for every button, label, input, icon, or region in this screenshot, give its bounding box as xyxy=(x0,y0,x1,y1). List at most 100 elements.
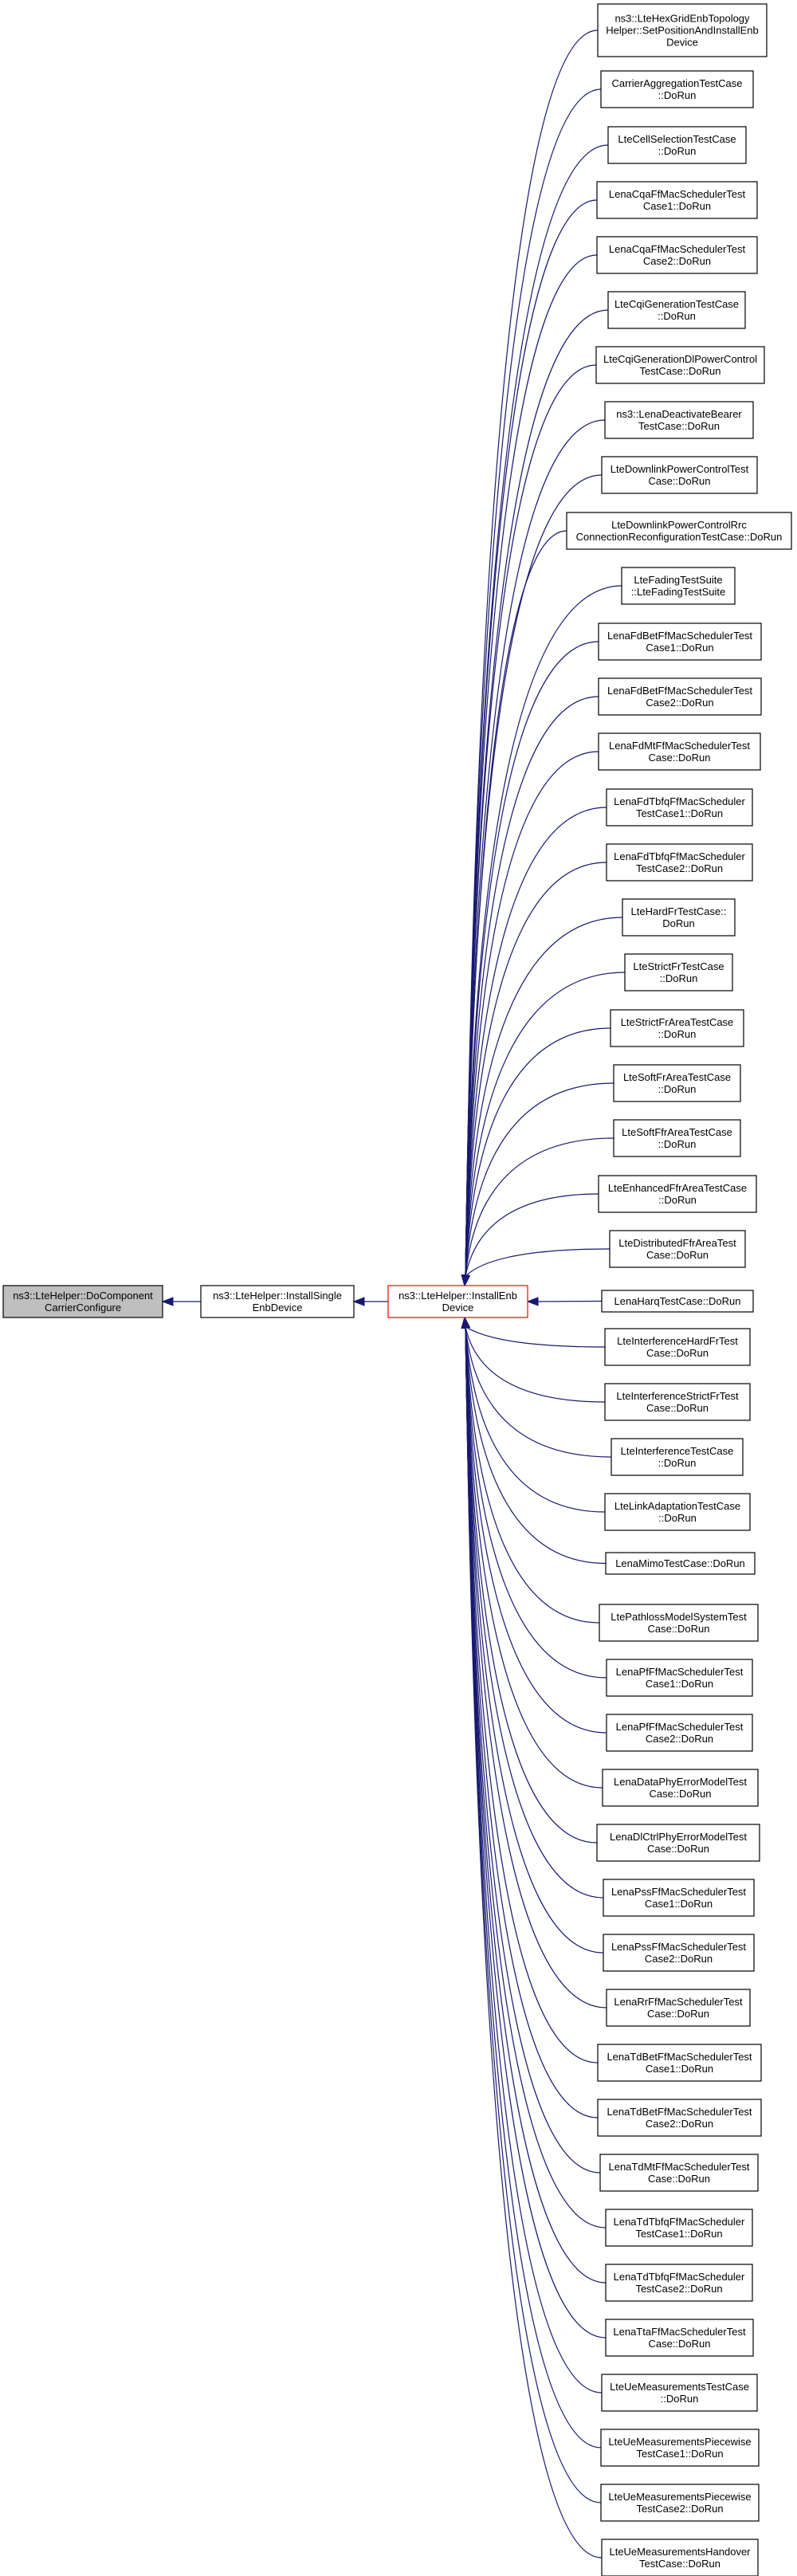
caller-node-1[interactable]: CarrierAggregationTestCase::DoRun xyxy=(600,70,754,108)
caller-node-18-label-line: LteStrictFrAreaTestCase xyxy=(621,1016,734,1028)
caller-node-16-box xyxy=(622,898,736,937)
caller-edge-31 xyxy=(465,1326,607,1734)
caller-node-21[interactable]: LteEnhancedFfrAreaTestCase::DoRun xyxy=(598,1175,757,1213)
caller-node-2[interactable]: LteCellSelectionTestCase::DoRun xyxy=(607,126,747,164)
caller-node-13-box xyxy=(598,732,761,771)
caller-node-32-label-line: Case::DoRun xyxy=(649,1788,711,1800)
caller-node-29-box xyxy=(599,1604,759,1642)
caller-node-17[interactable]: LteStrictFrTestCase::DoRun xyxy=(624,953,733,992)
caller-node-0-label-line: Helper::SetPositionAndInstallEnb xyxy=(606,25,759,37)
caller-node-44[interactable]: LteUeMeasurementsPiecewiseTestCase1::DoR… xyxy=(600,2429,760,2467)
caller-node-2-box xyxy=(607,126,747,164)
caller-node-25-box xyxy=(604,1383,751,1421)
caller-node-39-label-line: LenaTdMtFfMacSchedulerTest xyxy=(608,2161,749,2173)
caller-node-20[interactable]: LteSoftFfrAreaTestCase::DoRun xyxy=(613,1119,741,1157)
caller-node-40-box xyxy=(605,2209,753,2247)
caller-node-24-label-line: LteInterferenceHardFrTest xyxy=(617,1335,738,1347)
caller-node-42-box xyxy=(605,2319,754,2357)
root-node-docomponentcarrierconfigure-label-line: CarrierConfigure xyxy=(45,1302,121,1314)
caller-edge-26 xyxy=(465,1326,612,1458)
caller-node-14-label-line: TestCase1::DoRun xyxy=(636,807,723,819)
caller-node-7-label-line: TestCase::DoRun xyxy=(638,420,720,432)
caller-node-12-label-line: Case2::DoRun xyxy=(646,697,713,709)
caller-node-34-label-line: Case1::DoRun xyxy=(645,1898,713,1910)
caller-node-18[interactable]: LteStrictFrAreaTestCase::DoRun xyxy=(610,1009,744,1047)
caller-node-23[interactable]: LenaHarqTestCase::DoRun xyxy=(601,1290,754,1313)
caller-edge-17 xyxy=(465,972,626,1277)
caller-node-2-label-line: LteCellSelectionTestCase xyxy=(618,133,736,145)
caller-node-22-label-line: Case::DoRun xyxy=(646,1249,709,1261)
caller-node-9[interactable]: LteDownlinkPowerControlRrcConnectionReco… xyxy=(566,512,792,550)
caller-edge-22-arrowhead xyxy=(461,1274,471,1287)
caller-node-5[interactable]: LteCqiGenerationTestCase::DoRun xyxy=(607,291,746,329)
caller-node-31-label-line: LenaPfFfMacSchedulerTest xyxy=(616,1721,744,1733)
caller-node-45[interactable]: LteUeMeasurementsPiecewiseTestCase2::DoR… xyxy=(600,2484,760,2522)
caller-node-46-label-line: LteUeMeasurementsHandover xyxy=(609,2546,751,2558)
caller-node-6-label-line: TestCase::DoRun xyxy=(640,365,721,377)
caller-node-15-box xyxy=(606,843,753,882)
caller-node-11-label-line: Case1::DoRun xyxy=(646,642,713,654)
caller-node-20-label-line: LteSoftFfrAreaTestCase xyxy=(622,1126,732,1138)
middle-to-root-edge-arrowhead xyxy=(161,1297,174,1306)
caller-node-27[interactable]: LteLinkAdaptationTestCase::DoRun xyxy=(604,1493,751,1531)
caller-node-28[interactable]: LenaMimoTestCase::DoRun xyxy=(605,1552,756,1575)
caller-node-43[interactable]: LteUeMeasurementsTestCase::DoRun xyxy=(601,2374,758,2412)
caller-node-29-label-line: LtePathlossModelSystemTest xyxy=(611,1611,747,1623)
caller-node-43-label-line: LteUeMeasurementsTestCase xyxy=(610,2381,749,2393)
caller-node-33-label-line: LenaDlCtrlPhyErrorModelTest xyxy=(610,1831,747,1843)
caller-node-16[interactable]: LteHardFrTestCase::DoRun xyxy=(622,898,736,937)
caller-edge-18 xyxy=(465,1027,611,1277)
caller-edge-29 xyxy=(465,1326,600,1624)
caller-node-32-box xyxy=(602,1769,759,1807)
caller-node-23-label-line: LenaHarqTestCase::DoRun xyxy=(614,1295,741,1307)
caller-node-19[interactable]: LteSoftFrAreaTestCase::DoRun xyxy=(613,1064,741,1102)
caller-node-26[interactable]: LteInterferenceTestCase::DoRun xyxy=(611,1438,744,1476)
caller-node-44-label-line: LteUeMeasurementsPiecewise xyxy=(608,2436,751,2448)
caller-node-35-label-line: Case2::DoRun xyxy=(645,1953,713,1965)
caller-node-0-box xyxy=(597,3,768,57)
root-node-docomponentcarrierconfigure[interactable]: ns3::LteHelper::DoComponentCarrierConfig… xyxy=(2,1285,163,1318)
caller-node-36-label-line: LenaRrFfMacSchedulerTest xyxy=(614,1996,743,2008)
caller-node-6[interactable]: LteCqiGenerationDlPowerControlTestCase::… xyxy=(595,346,765,384)
caller-node-2-label-line: ::DoRun xyxy=(658,145,697,157)
caller-node-32-label-line: LenaDataPhyErrorModelTest xyxy=(614,1776,747,1788)
caller-node-10-label-line: ::LteFadingTestSuite xyxy=(631,586,726,598)
caller-node-10[interactable]: LteFadingTestSuite::LteFadingTestSuite xyxy=(621,567,736,605)
caller-node-18-box xyxy=(610,1009,744,1047)
caller-node-0[interactable]: ns3::LteHexGridEnbTopologyHelper::SetPos… xyxy=(597,3,768,57)
caller-node-43-label-line: ::DoRun xyxy=(661,2393,699,2405)
caller-node-3-box xyxy=(596,181,758,219)
caller-node-17-label-line: LteStrictFrTestCase xyxy=(633,960,724,972)
caller-node-12-label-line: LenaFdBetFfMacSchedulerTest xyxy=(607,685,752,697)
